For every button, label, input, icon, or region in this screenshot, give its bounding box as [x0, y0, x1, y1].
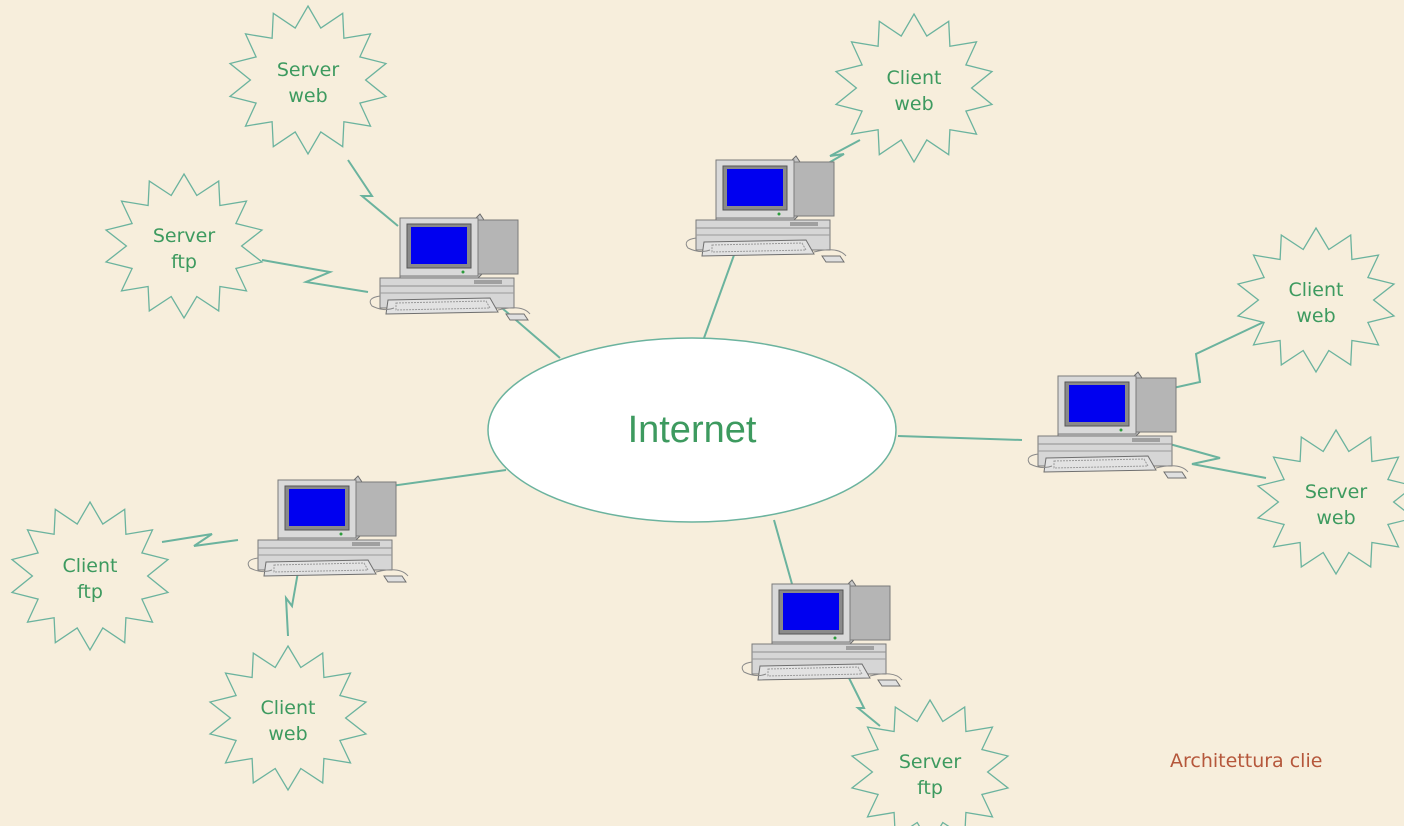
- desktop-computer-icon: [1027, 371, 1189, 479]
- burst-label-line: web: [268, 723, 307, 745]
- desktop-computer-icon: [685, 155, 847, 263]
- burst-shape: [834, 12, 994, 164]
- internet-node: Internet: [487, 337, 897, 523]
- burst-label-line: Server: [899, 751, 961, 773]
- bolt-server-web-right: [1147, 437, 1267, 479]
- burst-shape: [10, 500, 170, 652]
- burst-client-web-top: Client web: [834, 12, 994, 164]
- link-right: [897, 435, 1023, 441]
- service-bursts: ServerwebServerftpClientwebClientwebServ…: [10, 4, 1404, 826]
- slide-caption: Architettura clie: [1170, 750, 1323, 772]
- burst-client-ftp-bottom-left: Client ftp: [10, 500, 170, 652]
- burst-server-ftp-left: Server ftp: [104, 172, 264, 320]
- burst-label-line: ftp: [171, 251, 197, 273]
- bolt-server-ftp-bottom: [847, 675, 881, 727]
- burst-label-line: Server: [1305, 481, 1367, 503]
- bolt-client-ftp-bottom-left: [161, 533, 239, 547]
- burst-label-line: ftp: [77, 581, 103, 603]
- burst-label-line: Client: [260, 697, 315, 719]
- bolt-server-web-top-left: [347, 159, 399, 227]
- burst-shape: [1256, 428, 1404, 576]
- computer-top-left: [369, 213, 531, 321]
- burst-label-line: Server: [153, 225, 215, 247]
- burst-shape: [228, 4, 388, 156]
- burst-label-line: web: [1316, 507, 1355, 529]
- burst-shape: [850, 698, 1010, 826]
- burst-label-line: Server: [277, 59, 339, 81]
- computer-top: [685, 155, 847, 263]
- computer-bottom: [741, 579, 903, 687]
- burst-label-line: Client: [886, 67, 941, 89]
- burst-label-line: web: [1296, 305, 1335, 327]
- desktop-computer-icon: [741, 579, 903, 687]
- computer-right: [1027, 371, 1189, 479]
- bolt-server-ftp-left: [261, 259, 369, 293]
- burst-label-line: web: [288, 85, 327, 107]
- desktop-computer-icon: [369, 213, 531, 321]
- link-top: [703, 243, 739, 339]
- burst-label-line: web: [894, 93, 933, 115]
- burst-server-web-top-left: Server web: [228, 4, 388, 156]
- burst-shape: [208, 644, 368, 792]
- burst-server-web-right: Server web: [1256, 428, 1404, 576]
- internet-label: Internet: [628, 409, 757, 451]
- burst-client-web-bottom-left: Client web: [208, 644, 368, 792]
- burst-shape: [1236, 226, 1396, 374]
- burst-server-ftp-bottom: Server ftp: [850, 698, 1010, 826]
- desktop-computer-icon: [247, 475, 409, 583]
- burst-client-web-right: Client web: [1236, 226, 1396, 374]
- bolt-client-web-bottom-left: [284, 571, 299, 637]
- link-bottom: [773, 519, 793, 585]
- computer-bottom-left: [247, 475, 409, 583]
- burst-label-line: Client: [1288, 279, 1343, 301]
- burst-label-line: ftp: [917, 777, 943, 799]
- burst-label-line: Client: [62, 555, 117, 577]
- burst-shape: [104, 172, 264, 320]
